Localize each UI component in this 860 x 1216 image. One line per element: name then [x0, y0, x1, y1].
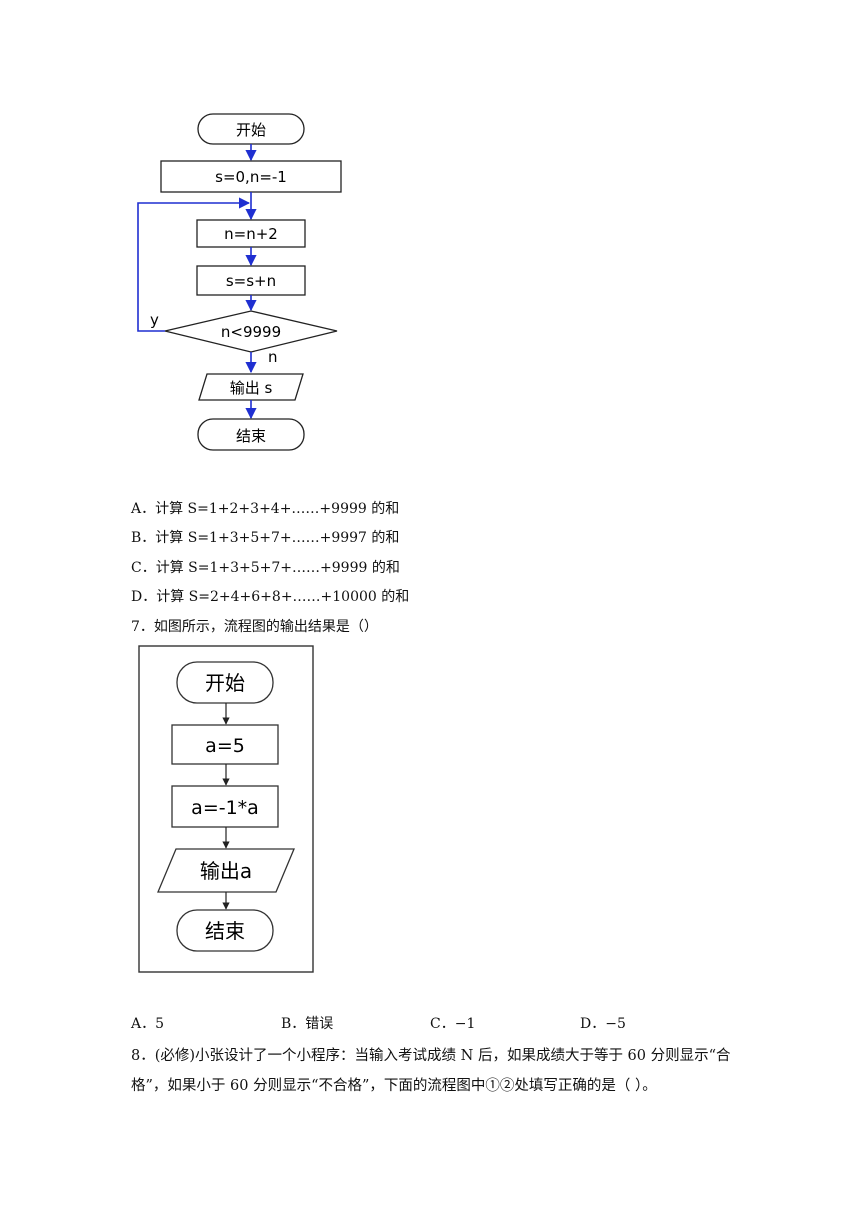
- output-label: 输出 s: [230, 379, 273, 397]
- q8-line-2: 格”，如果小于 60 分则显示“不合格”，下面的流程图中①②处填写正确的是（ ）…: [131, 1078, 657, 1094]
- q7-option-d: D．−5: [580, 1016, 626, 1032]
- q7-option-b: B．错误: [281, 1016, 334, 1032]
- no-label: n: [268, 348, 278, 366]
- q6-option-d: D．计算 S=2+4+6+8+……+10000 的和: [131, 589, 410, 605]
- q7-option-a: A．5: [131, 1016, 165, 1032]
- start-label: 开始: [236, 121, 266, 139]
- step1-label: n=n+2: [224, 225, 278, 243]
- loop-back-arrow: [137, 197, 251, 332]
- end-terminal: [176, 909, 274, 952]
- q7-option-c: C．−1: [430, 1016, 476, 1032]
- condition-label: n<9999: [221, 323, 281, 341]
- flowchart-frame: [138, 645, 314, 973]
- q6-option-b: B．计算 S=1+3+5+7+……+9997 的和: [131, 530, 400, 546]
- flowchart-sum: 开始 s=0,n=-1 n=n+2 s=s+n n<9999 y n 输出 s …: [137, 113, 342, 451]
- end-terminal: [197, 418, 305, 451]
- step2-label: a=-1*a: [191, 797, 259, 819]
- q7-options: A．5 B．错误 C．−1 D．−5: [0, 1013, 860, 1033]
- start-terminal: [176, 661, 274, 704]
- end-label: 结束: [205, 919, 245, 943]
- step1-label: a=5: [205, 735, 245, 757]
- step2-label: s=s+n: [226, 272, 276, 290]
- init-label: s=0,n=-1: [215, 168, 287, 186]
- output-parallelogram: [198, 373, 304, 401]
- q7-question: 7．如图所示，流程图的输出结果是（）: [131, 619, 378, 635]
- condition-diamond: [164, 310, 338, 353]
- start-label: 开始: [205, 671, 245, 695]
- q6-option-c: C．计算 S=1+3+5+7+……+9999 的和: [131, 560, 400, 576]
- step1-box: [171, 724, 279, 765]
- q8-line-1: 8．(必修)小张设计了一个小程序：当输入考试成绩 N 后，如果成绩大于等于 60…: [131, 1048, 731, 1064]
- init-box: [160, 160, 342, 193]
- end-label: 结束: [236, 427, 266, 445]
- output-parallelogram: [157, 848, 295, 893]
- output-label: 输出a: [200, 859, 252, 883]
- step2-box: [171, 785, 279, 828]
- q6-option-a: A．计算 S=1+2+3+4+……+9999 的和: [131, 501, 400, 517]
- step2-box: [196, 265, 306, 296]
- yes-label: y: [150, 311, 159, 329]
